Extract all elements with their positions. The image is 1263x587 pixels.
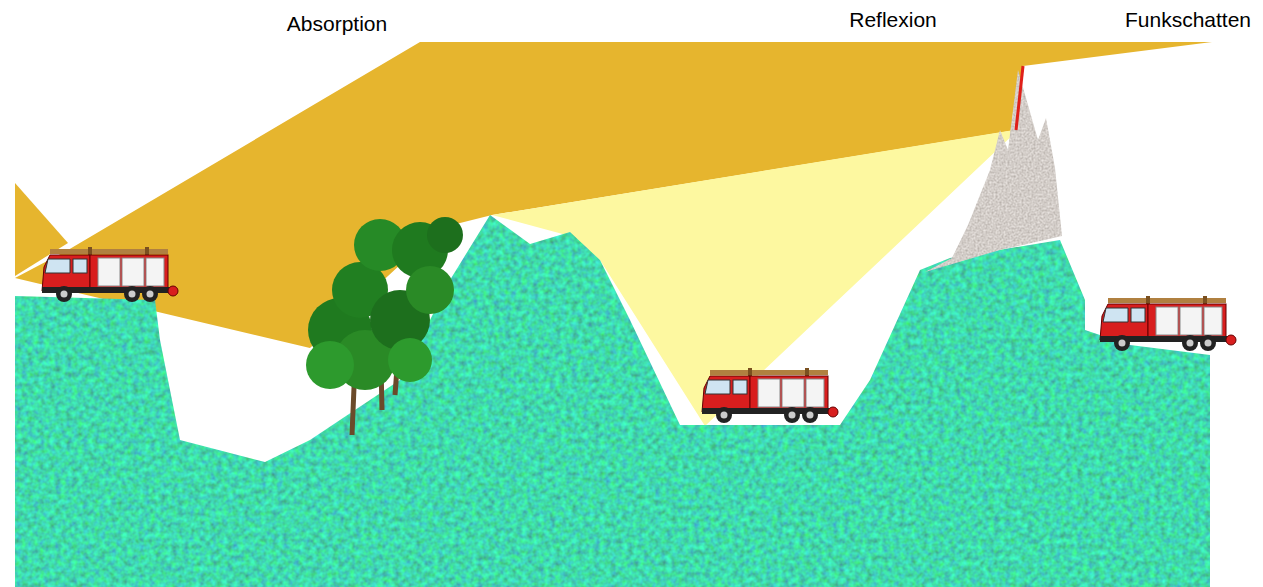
reflection-surface — [1016, 66, 1023, 130]
terrain — [15, 215, 1210, 587]
region-label: Reflexion — [849, 8, 937, 32]
church-spires — [925, 70, 1062, 272]
region-label: Funkschatten — [1125, 8, 1251, 32]
tree-group — [306, 217, 463, 435]
region-label: Absorption — [287, 12, 387, 36]
